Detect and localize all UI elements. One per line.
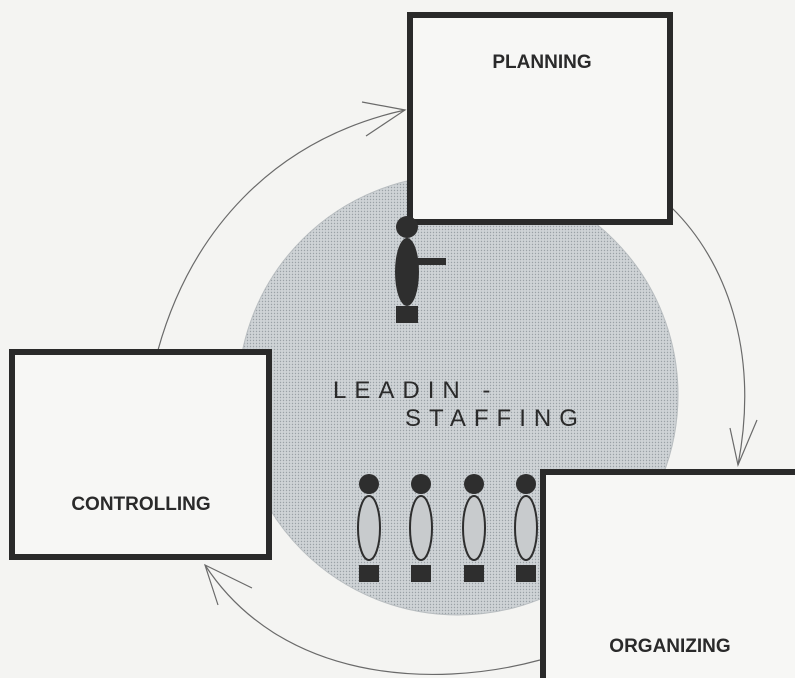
arrow-planning-to-organizing: [671, 207, 746, 466]
cycle-arrows: [157, 101, 758, 676]
arrowhead-controlling: [203, 563, 253, 606]
center-label-line1: LEADIN -: [333, 377, 498, 404]
controlling-label: CONTROLLING: [71, 494, 210, 515]
organizing-box: ORGANIZING: [540, 469, 795, 678]
planning-box: PLANNING: [407, 12, 673, 225]
center-label-line2: STAFFING: [405, 405, 586, 432]
arrowhead-organizing: [729, 419, 758, 467]
staff-figure-icon: [409, 474, 433, 582]
staff-figure-icon: [357, 474, 381, 582]
leader-figure-icon: [395, 216, 446, 323]
staff-figure-icon: [514, 474, 538, 582]
arrow-controlling-to-planning: [157, 109, 406, 351]
organizing-label: ORGANIZING: [609, 636, 730, 657]
staff-figure-icon: [462, 474, 486, 582]
arrow-organizing-to-controlling: [204, 564, 541, 676]
arrowhead-planning: [361, 101, 407, 137]
controlling-box: CONTROLLING: [9, 349, 272, 560]
planning-label: PLANNING: [492, 52, 591, 73]
